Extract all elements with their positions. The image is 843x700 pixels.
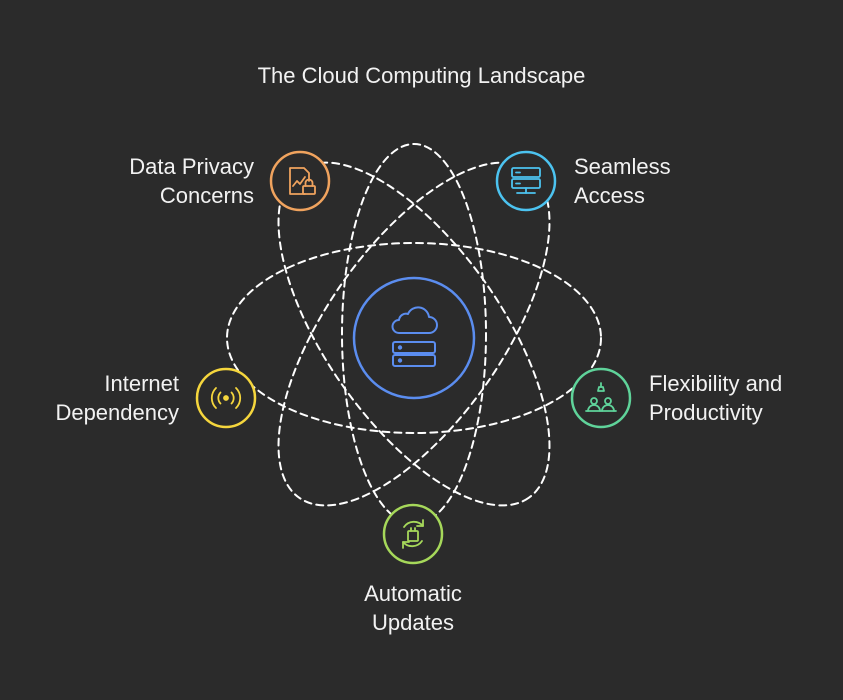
orbit-horizontal <box>226 242 602 434</box>
label-internet-dependency: Internet Dependency <box>55 369 179 427</box>
label-line: Seamless <box>574 154 671 179</box>
label-line: Concerns <box>159 183 254 208</box>
label-line: Access <box>574 183 645 208</box>
team-collaboration-icon <box>585 382 617 412</box>
node-flexibility-productivity <box>570 367 632 429</box>
label-line: Automatic <box>364 581 462 606</box>
label-flexibility-productivity: Flexibility and Productivity <box>649 369 782 427</box>
node-data-privacy <box>269 150 331 212</box>
node-internet-dependency <box>195 367 257 429</box>
label-line: Flexibility and <box>649 371 783 396</box>
center-node <box>352 276 476 400</box>
node-automatic-updates <box>382 503 444 565</box>
node-seamless-access <box>495 150 557 212</box>
label-seamless-access: Seamless Access <box>574 152 671 210</box>
wireless-signal-icon <box>210 387 242 409</box>
cloud-server-icon <box>391 306 438 367</box>
label-line: Productivity <box>649 400 763 425</box>
label-line: Internet <box>104 371 179 396</box>
label-line: Data Privacy <box>129 154 254 179</box>
label-automatic-updates: Automatic Updates <box>313 579 513 637</box>
server-icon <box>511 167 541 194</box>
label-line: Updates <box>372 610 454 635</box>
document-lock-icon <box>289 167 316 195</box>
refresh-update-icon <box>402 519 424 549</box>
label-line: Dependency <box>55 400 179 425</box>
label-data-privacy: Data Privacy Concerns <box>129 152 254 210</box>
diagram-title: The Cloud Computing Landscape <box>257 63 586 88</box>
